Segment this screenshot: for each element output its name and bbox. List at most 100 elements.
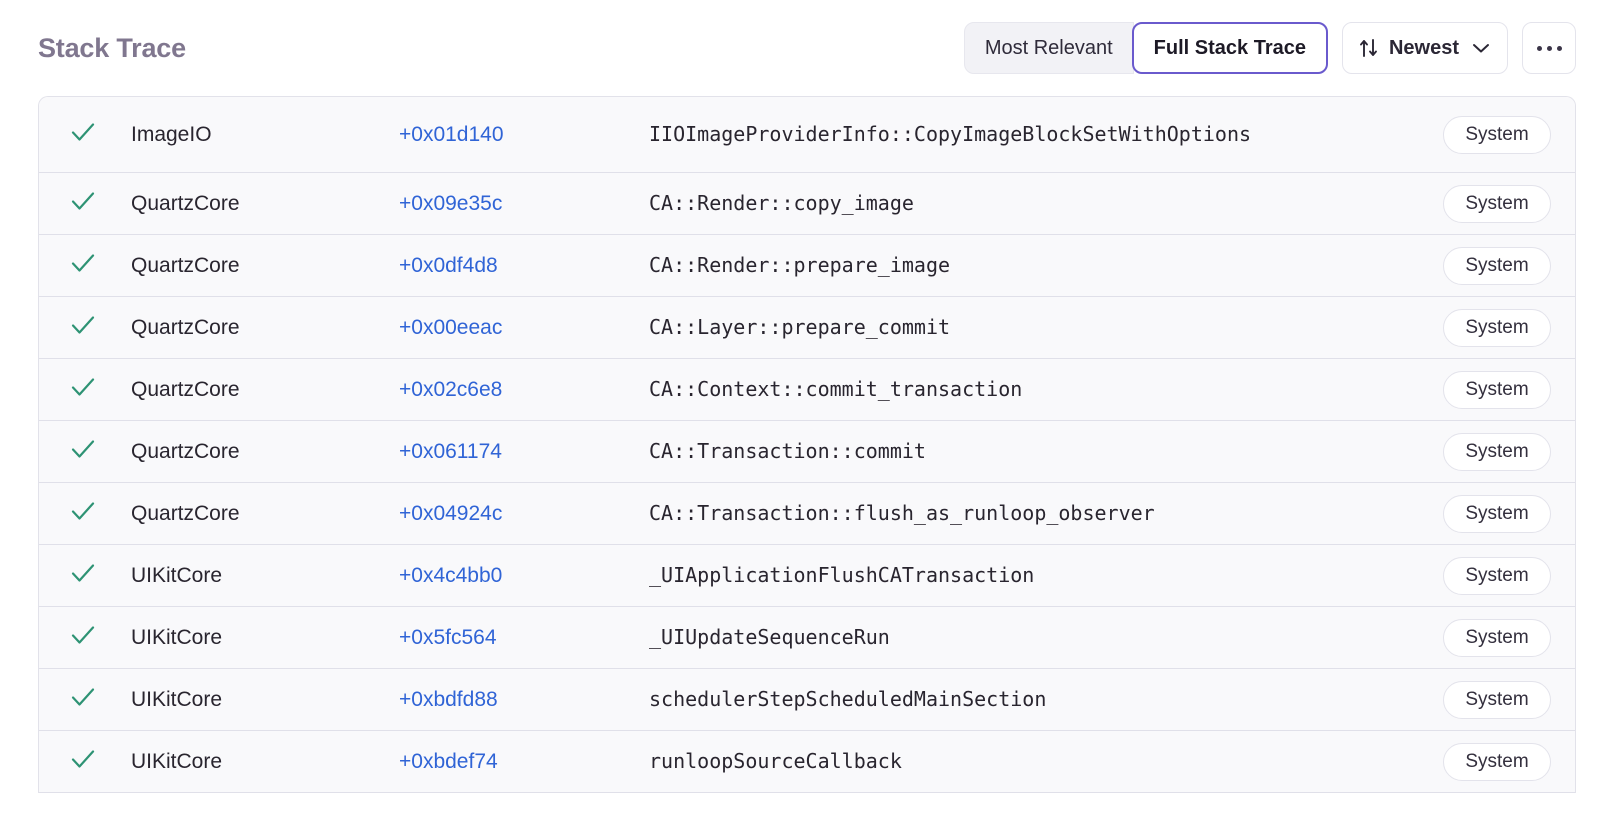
row-tag-cell: System xyxy=(1443,680,1551,719)
tab-full-stack-trace[interactable]: Full Stack Trace xyxy=(1131,22,1328,74)
panel-header: Stack Trace Most Relevant Full Stack Tra… xyxy=(38,0,1576,96)
check-icon xyxy=(69,683,97,716)
status-badge: System xyxy=(1443,494,1551,533)
row-symbol: _UIUpdateSequenceRun xyxy=(649,625,890,649)
row-module: QuartzCore xyxy=(131,253,240,277)
table-row[interactable]: UIKitCore +0xbdef74 runloopSourceCallback S… xyxy=(39,731,1575,793)
row-status-cell xyxy=(69,683,131,716)
row-tag-cell: System xyxy=(1443,432,1551,471)
stack-trace-table: ImageIO +0x01d140 IIOImageProviderInfo::Co… xyxy=(38,96,1576,793)
row-symbol: CA::Layer::prepare_commit xyxy=(649,315,951,339)
check-icon xyxy=(69,497,97,530)
status-badge: System xyxy=(1443,370,1551,409)
row-status-cell xyxy=(69,621,131,654)
check-icon xyxy=(69,373,97,406)
row-symbol: _UIApplicationFlushCATransaction xyxy=(649,563,1035,587)
row-module: UIKitCore xyxy=(131,749,223,773)
status-badge: System xyxy=(1443,432,1551,471)
row-tag-cell: System xyxy=(1443,184,1551,223)
row-module: QuartzCore xyxy=(131,439,240,463)
row-symbol: schedulerStepScheduledMainSection xyxy=(649,687,1047,711)
row-symbol: IIOImageProviderInfo::CopyImageBlockSetW… xyxy=(649,122,1252,146)
status-badge: System xyxy=(1443,115,1551,154)
table-row[interactable]: QuartzCore +0x00eeac CA::Layer::prepare_co… xyxy=(39,297,1575,359)
ellipsis-dot-icon xyxy=(1556,45,1562,51)
row-symbol: runloopSourceCallback xyxy=(649,749,902,773)
row-module: QuartzCore xyxy=(131,191,240,215)
more-options-button[interactable] xyxy=(1522,22,1576,74)
status-badge: System xyxy=(1443,742,1551,781)
row-offset-link[interactable]: +0x5fc564 xyxy=(399,625,497,649)
table-row[interactable]: QuartzCore +0x09e35c CA::Render::copy_imag… xyxy=(39,173,1575,235)
sort-label: Newest xyxy=(1388,36,1459,59)
table-row[interactable]: UIKitCore +0x5fc564 _UIUpdateSequenceRun Sy… xyxy=(39,607,1575,669)
row-offset-link[interactable]: +0x061174 xyxy=(399,439,502,463)
row-offset-link[interactable]: +0x04924c xyxy=(399,501,503,525)
check-icon xyxy=(69,249,97,282)
table-row[interactable]: QuartzCore +0x02c6e8 CA::Context::commit_t… xyxy=(39,359,1575,421)
check-icon xyxy=(69,311,97,344)
row-status-cell xyxy=(69,435,131,468)
row-module: QuartzCore xyxy=(131,377,240,401)
check-icon xyxy=(69,187,97,220)
status-badge: System xyxy=(1443,618,1551,657)
check-icon xyxy=(69,559,97,592)
row-module: UIKitCore xyxy=(131,563,223,587)
row-symbol: CA::Context::commit_transaction xyxy=(649,377,1023,401)
row-symbol: CA::Transaction::flush_as_runloop_observ… xyxy=(649,501,1155,525)
row-tag-cell: System xyxy=(1443,246,1551,285)
row-tag-cell: System xyxy=(1443,115,1551,154)
row-offset-link[interactable]: +0x0df4d8 xyxy=(399,253,498,277)
table-row[interactable]: QuartzCore +0x0df4d8 CA::Render::prepare_i… xyxy=(39,235,1575,297)
row-offset-link[interactable]: +0x02c6e8 xyxy=(399,377,503,401)
status-badge: System xyxy=(1443,308,1551,347)
row-module: UIKitCore xyxy=(131,625,223,649)
check-icon xyxy=(69,621,97,654)
row-tag-cell: System xyxy=(1443,742,1551,781)
row-module: QuartzCore xyxy=(131,315,240,339)
row-offset-link[interactable]: +0x01d140 xyxy=(399,122,504,146)
row-status-cell xyxy=(69,497,131,530)
view-mode-segmented-control[interactable]: Most Relevant Full Stack Trace xyxy=(963,22,1328,74)
row-offset-link[interactable]: +0x09e35c xyxy=(399,191,503,215)
check-icon xyxy=(69,435,97,468)
status-badge: System xyxy=(1443,246,1551,285)
row-symbol: CA::Render::prepare_image xyxy=(649,253,951,277)
check-icon xyxy=(69,745,97,778)
row-offset-link[interactable]: +0xbdef74 xyxy=(399,749,498,773)
row-status-cell xyxy=(69,249,131,282)
row-status-cell xyxy=(69,373,131,406)
table-row[interactable]: UIKitCore +0x4c4bb0 _UIApplicationFlushCAT… xyxy=(39,545,1575,607)
row-status-cell xyxy=(69,745,131,778)
sort-arrows-icon xyxy=(1359,37,1379,59)
row-tag-cell: System xyxy=(1443,494,1551,533)
row-symbol: CA::Render::copy_image xyxy=(649,191,914,215)
row-tag-cell: System xyxy=(1443,618,1551,657)
header-actions: Most Relevant Full Stack Trace Newest xyxy=(963,22,1576,74)
tab-most-relevant[interactable]: Most Relevant xyxy=(963,22,1134,74)
row-offset-link[interactable]: +0xbdfd88 xyxy=(399,687,498,711)
row-tag-cell: System xyxy=(1443,556,1551,595)
row-tag-cell: System xyxy=(1443,370,1551,409)
table-row[interactable]: ImageIO +0x01d140 IIOImageProviderInfo::Co… xyxy=(39,97,1575,173)
status-badge: System xyxy=(1443,184,1551,223)
row-status-cell xyxy=(69,311,131,344)
status-badge: System xyxy=(1443,680,1551,719)
row-module: ImageIO xyxy=(131,122,212,146)
page-title: Stack Trace xyxy=(38,32,186,63)
row-status-cell xyxy=(69,187,131,220)
row-offset-link[interactable]: +0x4c4bb0 xyxy=(399,563,503,587)
ellipsis-dot-icon xyxy=(1546,45,1552,51)
row-status-cell xyxy=(69,118,131,151)
ellipsis-dot-icon xyxy=(1536,45,1542,51)
row-tag-cell: System xyxy=(1443,308,1551,347)
row-status-cell xyxy=(69,559,131,592)
status-badge: System xyxy=(1443,556,1551,595)
check-icon xyxy=(69,118,97,151)
sort-dropdown[interactable]: Newest xyxy=(1341,22,1508,74)
row-offset-link[interactable]: +0x00eeac xyxy=(399,315,503,339)
